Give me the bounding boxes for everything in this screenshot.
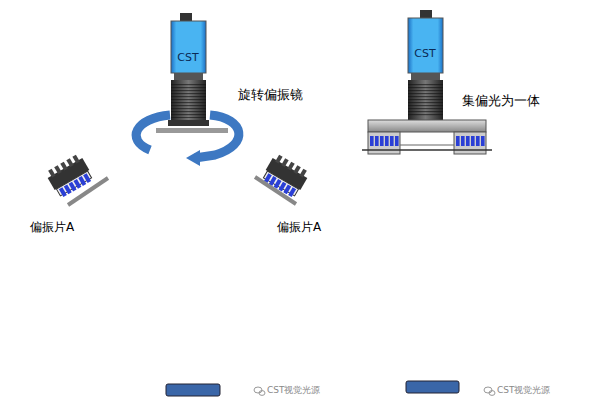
fin bbox=[299, 169, 306, 178]
ring-light bbox=[362, 120, 492, 154]
led bbox=[288, 187, 296, 197]
camera-brand: CST bbox=[177, 52, 198, 64]
part-label: 集偏光为一体 bbox=[462, 94, 540, 108]
fin bbox=[48, 169, 55, 178]
led bbox=[375, 136, 379, 146]
fin bbox=[66, 158, 73, 167]
arrow-head bbox=[186, 150, 200, 166]
led bbox=[385, 136, 389, 146]
fin bbox=[293, 165, 300, 174]
led bbox=[481, 136, 485, 146]
led bbox=[466, 136, 470, 146]
camera bbox=[168, 13, 209, 126]
fin bbox=[72, 155, 79, 164]
led bbox=[461, 136, 465, 146]
fin bbox=[54, 165, 61, 174]
watermark: CST视觉光源 bbox=[267, 386, 321, 396]
bar bbox=[166, 384, 220, 396]
led bbox=[390, 136, 394, 146]
fin bbox=[275, 155, 282, 164]
led bbox=[380, 136, 384, 146]
wechat-icon bbox=[254, 387, 495, 395]
fin bbox=[60, 162, 67, 171]
led bbox=[370, 136, 374, 146]
part-label: 偏振片A bbox=[277, 221, 321, 234]
led bbox=[471, 136, 475, 146]
fin bbox=[287, 162, 294, 171]
fin bbox=[281, 158, 288, 167]
bar bbox=[406, 381, 459, 393]
watermark: CST视觉光源 bbox=[497, 386, 551, 396]
led bbox=[395, 136, 399, 146]
bar-light bbox=[260, 153, 310, 199]
polarizer-a bbox=[68, 178, 108, 205]
polarizer-a bbox=[255, 177, 296, 204]
polarizer bbox=[156, 128, 228, 133]
led bbox=[83, 173, 91, 183]
camera bbox=[408, 10, 443, 120]
rotation-arrow bbox=[136, 115, 239, 158]
part-label: 偏振片A bbox=[30, 221, 74, 234]
part-label: 旋转偏振镜 bbox=[238, 88, 303, 102]
camera-brand: CST bbox=[414, 48, 435, 60]
led bbox=[456, 136, 460, 146]
led bbox=[476, 136, 480, 146]
